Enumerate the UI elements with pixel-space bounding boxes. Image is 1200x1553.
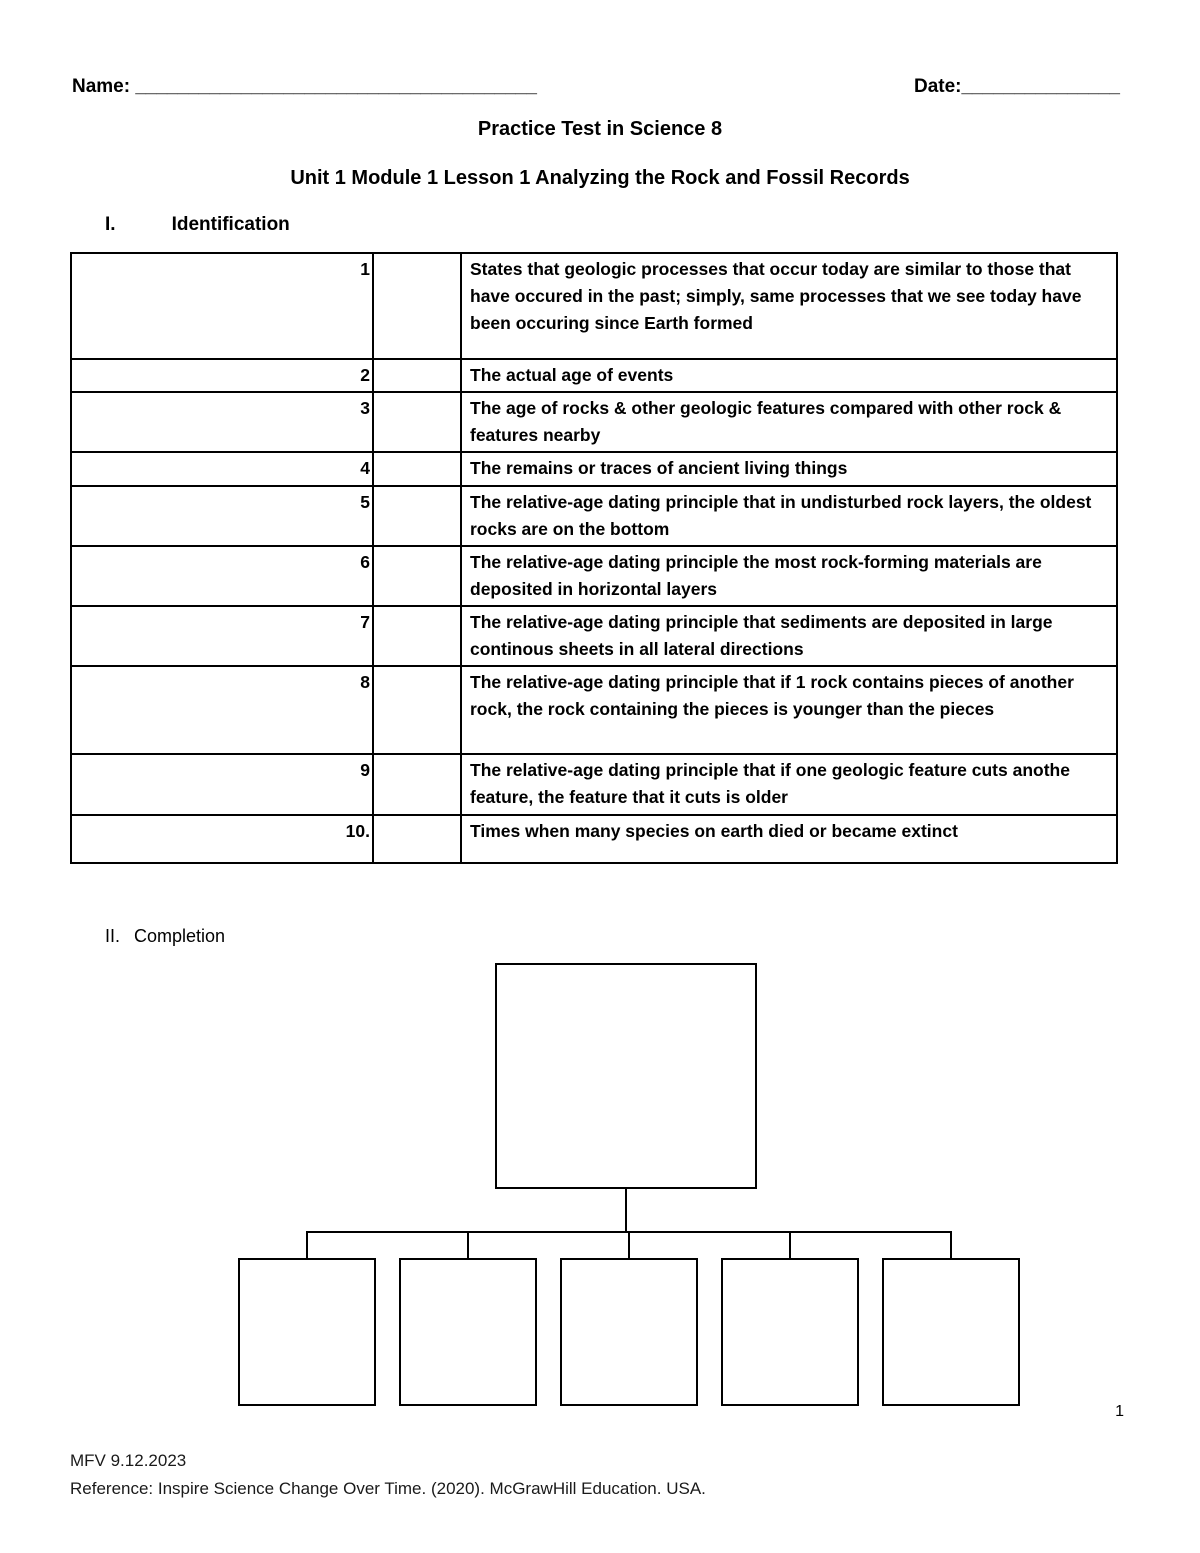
blank-cell	[372, 451, 462, 487]
row-number: 9	[360, 760, 370, 781]
description-cell: The relative-age dating principle that i…	[460, 484, 1118, 547]
section-numeral: II.	[105, 925, 121, 946]
blank-cell	[372, 252, 462, 360]
table-row: 5 The relative-age dating principle that…	[70, 484, 1118, 547]
section-label: Completion	[134, 925, 226, 946]
description-cell: The relative-age dating principle that s…	[460, 604, 1118, 668]
row-number: 4	[360, 458, 370, 479]
connector-stub	[950, 1230, 952, 1260]
table-row: 2 The actual age of events	[70, 357, 1118, 394]
row-number: 1	[360, 259, 370, 279]
description-cell: The relative-age dating principle that i…	[460, 665, 1118, 756]
connector-stub	[789, 1230, 791, 1260]
description-cell: The relative-age dating principle that i…	[460, 753, 1118, 816]
description-cell: The actual age of events	[460, 357, 1118, 394]
footer-reference: Reference: Inspire Science Change Over T…	[70, 1478, 706, 1498]
table-row: 4 The remains or traces of ancient livin…	[70, 451, 1118, 487]
page-number: 1	[1115, 1403, 1124, 1420]
answer-cell: 3	[70, 391, 374, 454]
description-cell: States that geologic processes that occu…	[460, 252, 1118, 360]
table-row: 6 The relative-age dating principle the …	[70, 544, 1118, 608]
blank-cell	[372, 753, 462, 816]
description-cell: Times when many species on earth died or…	[460, 813, 1118, 864]
description-cell: The remains or traces of ancient living …	[460, 451, 1118, 487]
page-subtitle: Unit 1 Module 1 Lesson 1 Analyzing the R…	[290, 167, 910, 189]
section-numeral: I.	[105, 214, 116, 235]
answer-cell: 1	[70, 252, 374, 360]
concept-map-child-box	[399, 1257, 537, 1406]
header-row: Name: __________________________________…	[0, 0, 1200, 98]
date-field: Date:_______________	[914, 76, 1120, 98]
name-field: Name: __________________________________…	[72, 76, 537, 98]
document-footer: MFV 9.12.2023 Reference: Inspire Science…	[70, 1447, 706, 1503]
table-row: 1 States that geologic processes that oc…	[70, 252, 1118, 360]
blank-cell	[372, 813, 462, 864]
blank-cell	[372, 544, 462, 608]
concept-map-child-box	[882, 1257, 1020, 1406]
table-row: 9 The relative-age dating principle that…	[70, 753, 1118, 816]
date-blank-line: _______________	[961, 76, 1120, 97]
section-identification-heading: I. Identification	[0, 214, 1200, 236]
blank-cell	[372, 604, 462, 668]
blank-cell	[372, 357, 462, 394]
name-label: Name:	[72, 76, 131, 97]
row-number: 3	[360, 398, 370, 419]
name-blank-line: ______________________________________	[135, 76, 537, 97]
connector-vertical-main	[625, 1188, 627, 1233]
page-title: Practice Test in Science 8	[477, 118, 723, 140]
identification-table: 1 States that geologic processes that oc…	[70, 252, 1118, 864]
answer-cell: 7	[70, 604, 374, 668]
row-number: 10.	[345, 820, 370, 841]
row-number: 6	[360, 551, 370, 572]
blank-cell	[372, 484, 462, 547]
connector-stub	[467, 1230, 469, 1260]
blank-cell	[372, 391, 462, 454]
row-number: 5	[360, 491, 370, 512]
footer-version: MFV 9.12.2023	[70, 1450, 187, 1470]
row-number: 8	[360, 672, 370, 693]
concept-map-child-box	[238, 1257, 376, 1406]
answer-cell: 2	[70, 357, 374, 394]
description-cell: The age of rocks & other geologic featur…	[460, 391, 1118, 454]
answer-cell: 5	[70, 484, 374, 547]
table-row: 3 The age of rocks & other geologic feat…	[70, 391, 1118, 454]
answer-cell: 6	[70, 544, 374, 608]
row-number: 2	[360, 365, 370, 385]
table-row: 10. Times when many species on earth die…	[70, 813, 1118, 864]
date-label: Date:	[913, 76, 962, 97]
connector-stub	[306, 1230, 308, 1260]
description-cell: The relative-age dating principle the mo…	[460, 544, 1118, 608]
row-number: 7	[360, 612, 370, 632]
answer-cell: 4	[70, 451, 374, 487]
table-row: 7 The relative-age dating principle that…	[70, 604, 1118, 668]
completion-concept-map	[0, 962, 1200, 1413]
section-label: Identification	[171, 214, 290, 235]
connector-stub	[628, 1230, 630, 1260]
answer-cell: 8	[70, 665, 374, 756]
section-completion-heading: II. Completion	[0, 926, 1200, 947]
answer-cell: 10.	[70, 813, 374, 864]
concept-map-root-box	[495, 962, 757, 1189]
blank-cell	[372, 665, 462, 756]
answer-cell: 9	[70, 753, 374, 816]
concept-map-child-box	[721, 1257, 859, 1406]
table-row: 8 The relative-age dating principle that…	[70, 665, 1118, 756]
concept-map-child-box	[560, 1257, 698, 1406]
